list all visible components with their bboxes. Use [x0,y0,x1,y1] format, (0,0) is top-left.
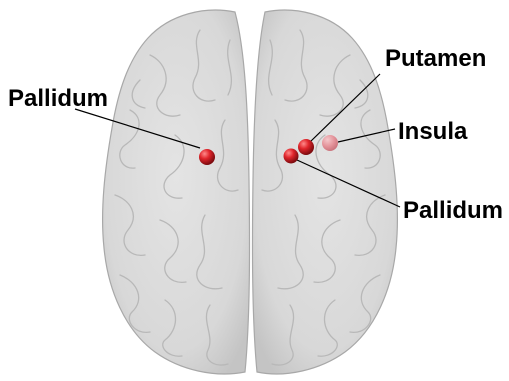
marker-pallidum-right [284,149,299,164]
label-pallidum-left: Pallidum [8,85,108,112]
marker-pallidum-left [199,149,215,165]
label-putamen: Putamen [385,45,486,72]
label-insula: Insula [398,118,468,145]
marker-putamen [298,139,314,155]
label-pallidum-right: Pallidum [403,197,503,224]
left-hemisphere [103,10,250,374]
right-hemisphere [252,10,397,374]
marker-insula [322,135,338,151]
